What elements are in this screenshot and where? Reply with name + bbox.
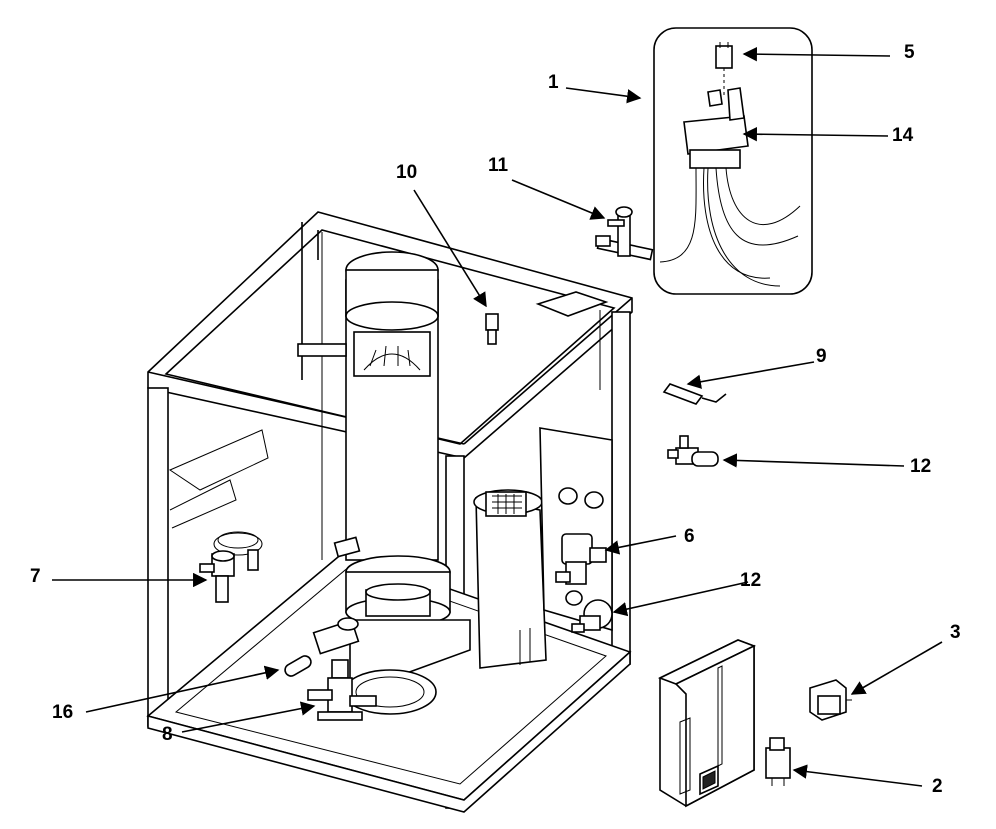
callout-8: 8 bbox=[162, 724, 173, 745]
callout-2: 2 bbox=[932, 776, 943, 797]
control-box bbox=[657, 639, 757, 808]
drain-valve-lower bbox=[571, 599, 613, 633]
inlet-fitting bbox=[595, 206, 654, 261]
callout-10: 10 bbox=[396, 162, 417, 183]
callout-16: 16 bbox=[52, 702, 73, 723]
callout-12-upper: 12 bbox=[910, 456, 931, 477]
solenoid-valve bbox=[555, 533, 607, 585]
water-valve-upper bbox=[667, 435, 719, 467]
callout-5: 5 bbox=[904, 42, 915, 63]
callout-11: 11 bbox=[488, 155, 509, 176]
terminal-part bbox=[485, 313, 499, 345]
callout-1: 1 bbox=[548, 72, 559, 93]
leader-lines bbox=[52, 46, 943, 787]
callout-6: 6 bbox=[684, 526, 695, 547]
motor-column bbox=[297, 251, 471, 715]
callout-12-lower: 12 bbox=[740, 570, 761, 591]
callout-7: 7 bbox=[30, 566, 41, 587]
callout-9: 9 bbox=[816, 346, 827, 367]
filter-drier bbox=[284, 655, 312, 677]
expansion-valve bbox=[199, 531, 263, 603]
switch-part bbox=[809, 679, 852, 721]
hex-key bbox=[662, 383, 727, 405]
callout-14: 14 bbox=[892, 125, 914, 146]
drive-motor bbox=[473, 489, 547, 669]
callout-3: 3 bbox=[950, 622, 961, 643]
callout-labels: 1 5 14 11 10 9 12 6 12 7 3 16 8 2 bbox=[30, 42, 961, 797]
refrigerant-valve bbox=[307, 617, 377, 721]
water-level-sensor-inset bbox=[653, 27, 813, 295]
relay-part bbox=[765, 737, 791, 786]
